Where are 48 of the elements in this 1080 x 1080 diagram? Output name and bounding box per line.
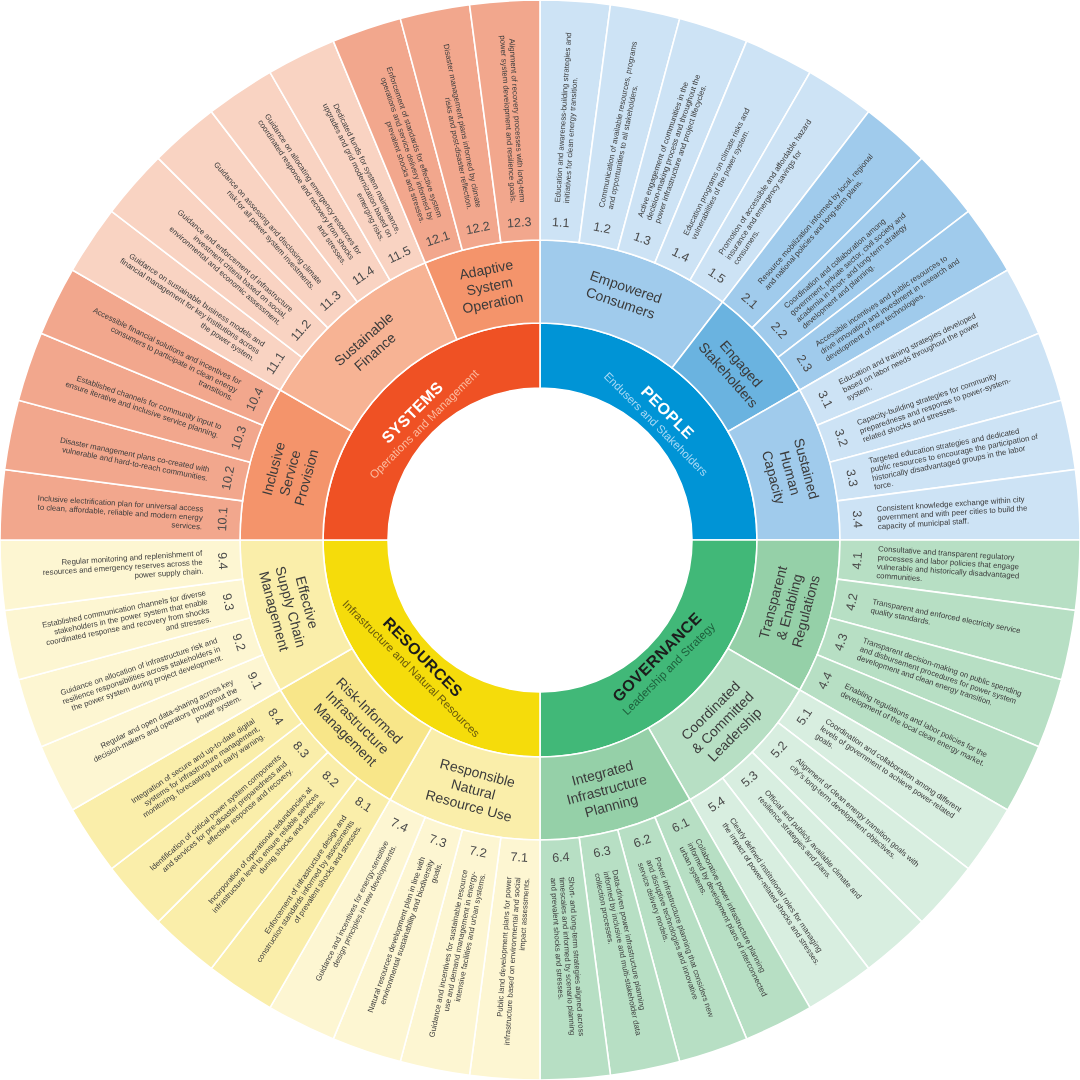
- item-number: 8.2: [319, 768, 342, 791]
- item-number: 6.1: [669, 815, 692, 836]
- item-number: 3.3: [843, 468, 861, 488]
- item-number: 3.2: [831, 427, 851, 449]
- item-number: 4.3: [831, 631, 851, 653]
- item-number: 6.4: [551, 849, 570, 865]
- item-number: 4.1: [849, 551, 865, 570]
- item-number: 11.2: [287, 316, 314, 344]
- item-number: 12.1: [424, 228, 452, 250]
- item-number: 11.4: [349, 263, 377, 288]
- item-number: 7.3: [427, 831, 449, 851]
- item-number: 11.3: [316, 287, 344, 314]
- item-number: 1.5: [705, 264, 728, 287]
- item-number: 5.4: [705, 793, 728, 816]
- item-number: 4.4: [815, 669, 836, 692]
- item-number: 8.1: [352, 793, 375, 816]
- item-number: 9.3: [219, 592, 237, 612]
- item-number: 6.2: [631, 831, 653, 851]
- item-number: 1.1: [551, 215, 570, 231]
- item-number: 1.3: [631, 229, 653, 249]
- item-number: 4.2: [843, 592, 861, 612]
- goal-label: Adaptive System Operation: [456, 255, 526, 318]
- item-number: 7.4: [388, 815, 411, 836]
- item-number: 8.4: [264, 705, 287, 728]
- item-number: 7.1: [510, 849, 529, 865]
- item-number: 5.2: [768, 738, 791, 761]
- item-number: 7.2: [468, 843, 488, 861]
- item-number: 12.3: [506, 214, 532, 231]
- item-number: 5.1: [793, 705, 816, 728]
- item-number: 12.2: [464, 218, 492, 238]
- item-number: 1.4: [669, 244, 692, 265]
- item-number: 10.1: [214, 506, 231, 532]
- item-number: 9.1: [244, 669, 265, 692]
- item-number: 3.4: [849, 510, 865, 529]
- item-number: 10.2: [218, 464, 238, 492]
- item-number: 5.3: [738, 768, 761, 791]
- item-number: 8.3: [289, 738, 312, 761]
- item-number: 6.3: [592, 843, 612, 861]
- item-number: 1.2: [592, 219, 612, 237]
- item-number: 2.3: [793, 352, 816, 375]
- item-number: 3.1: [815, 388, 836, 411]
- item-number: 2.2: [768, 319, 791, 342]
- item-number: 10.3: [228, 424, 250, 452]
- item-number: 10.4: [243, 385, 267, 414]
- item-number: 9.2: [229, 631, 249, 653]
- item-number: 11.5: [385, 243, 413, 267]
- item-number: 9.4: [215, 551, 231, 570]
- item-number: 2.1: [738, 289, 761, 312]
